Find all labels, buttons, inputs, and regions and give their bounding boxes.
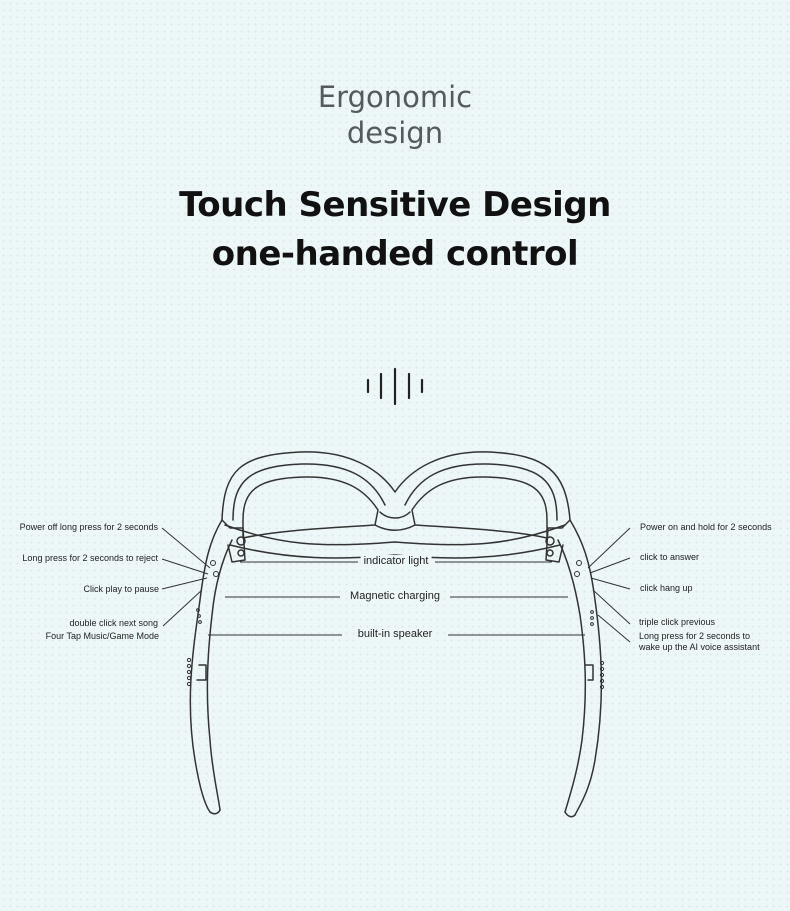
previous-song-label: triple click previous — [639, 617, 716, 627]
voice-assistant-label-line-1: Long press for 2 seconds to — [639, 631, 751, 641]
indicator-light-label: indicator light — [360, 555, 432, 568]
magnetic-charging-label: Magnetic charging — [347, 590, 443, 603]
four-tap-label: Four Tap Music/Game Mode — [45, 631, 159, 641]
speaker-grille — [186, 560, 605, 690]
next-song-label: double click next song — [69, 618, 158, 628]
power-on-label: Power on and hold for 2 seconds — [640, 522, 772, 532]
built-in-speaker-label: built-in speaker — [354, 628, 436, 641]
subtitle-line-1: Ergonomic — [317, 80, 473, 114]
subtitle-line-2: design — [346, 116, 444, 150]
power-off-label: Power off long press for 2 seconds — [19, 522, 158, 532]
sound-wave-icon — [366, 367, 424, 406]
hang-up-label: click hang up — [640, 583, 693, 593]
headline-line-2: one-handed control — [211, 234, 579, 274]
headline-line-1: Touch Sensitive Design — [179, 185, 611, 225]
leader-lines — [161, 527, 631, 643]
reject-call-label: Long press for 2 seconds to reject — [22, 553, 158, 563]
answer-call-label: click to answer — [640, 552, 700, 562]
play-pause-label: Click play to pause — [83, 584, 159, 594]
voice-assistant-label-line-2: wake up the AI voice assistant — [639, 642, 760, 652]
